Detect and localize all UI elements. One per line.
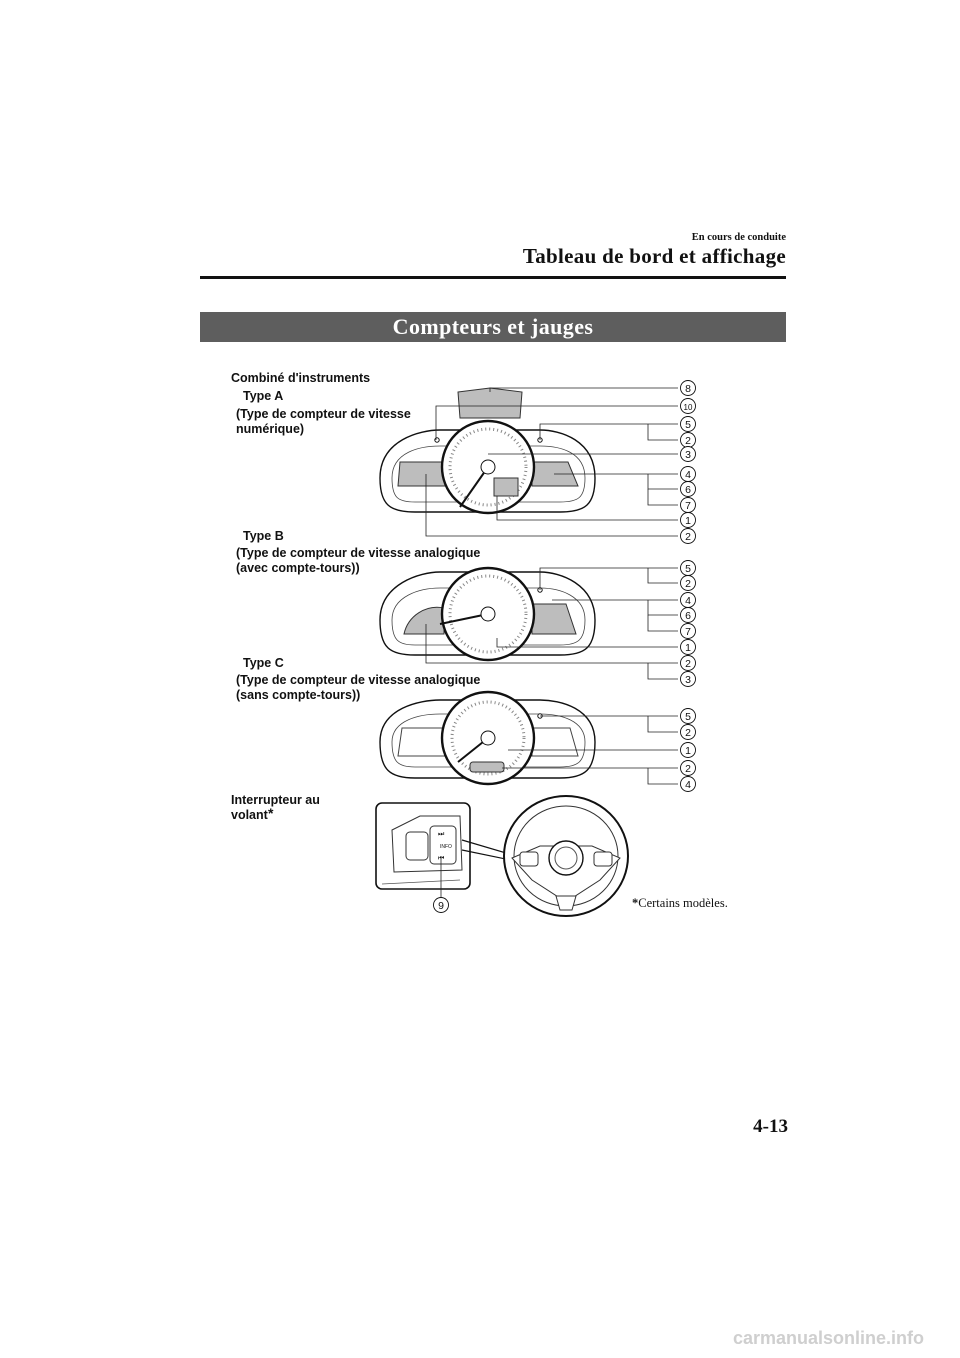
steering-switch-label: Interrupteur au volant — [231, 793, 320, 822]
callout-circle — [680, 623, 696, 639]
callout-number: 1 — [685, 642, 691, 654]
type-b-cluster — [379, 566, 678, 680]
type-a-description: (Type de compteur de vitesse numérique) — [236, 407, 411, 436]
section-label: En cours de conduite — [691, 232, 786, 243]
footnote: *Certains modèles. — [632, 896, 728, 911]
callout-number: 9 — [438, 900, 444, 912]
callout-number: 4 — [685, 595, 691, 607]
callout-number: 6 — [685, 610, 691, 622]
callout-circle — [680, 446, 696, 462]
callout-number: 2 — [685, 763, 691, 775]
callout-number: 1 — [685, 515, 691, 527]
type-a-callouts: 8 10 5 2 3 4 6 7 1 2 — [680, 380, 696, 544]
callout-numbers: 8 10 5 2 3 4 6 7 1 2 5 2 4 6 7 1 2 3 5 2 1 2 4 9 — [433, 380, 696, 913]
type-c-label: Type C — [243, 656, 284, 670]
info-button-label: INFO — [440, 844, 452, 850]
callout-number: 3 — [685, 449, 691, 461]
callout-circle — [680, 380, 696, 396]
callout-number: 10 — [684, 403, 693, 412]
type-b-label: Type B — [243, 529, 284, 543]
callout-number: 8 — [685, 383, 691, 395]
callout-circle — [680, 655, 696, 671]
callout-circle — [680, 742, 696, 758]
callout-circle — [680, 708, 696, 724]
footnote-text: Certains modèles. — [638, 896, 728, 910]
callout-circle — [680, 416, 696, 432]
callout-number: 2 — [685, 531, 691, 543]
callout-number: 7 — [685, 500, 691, 512]
cluster-label: Combiné d'instruments — [231, 371, 371, 385]
type-a-label: Type A — [243, 389, 284, 403]
svg-text:⏭: ⏭ — [438, 831, 445, 838]
callout-number: 7 — [685, 626, 691, 638]
section-banner: Compteurs et jauges — [200, 312, 786, 342]
callout-circle — [680, 776, 696, 792]
chapter-title: Tableau de bord et affichage — [522, 244, 786, 268]
steering-wheel-illustration: INFO ⏭ ⏮ — [375, 795, 629, 917]
callout-number: 5 — [685, 711, 691, 723]
callout-number: 1 — [685, 745, 691, 757]
callout-number: 2 — [685, 658, 691, 670]
callout-number: 2 — [685, 435, 691, 447]
callout-number: 5 — [685, 563, 691, 575]
callout-circle — [680, 512, 696, 528]
watermark: carmanualsonline.info — [732, 1328, 924, 1348]
callout-number: 5 — [685, 419, 691, 431]
callout-number: 2 — [685, 578, 691, 590]
callout-circle — [680, 607, 696, 623]
type-b-description: (Type de compteur de vitesse analogique … — [236, 546, 481, 575]
callout-circle — [433, 897, 449, 913]
type-c-cluster — [379, 690, 678, 786]
header-rule — [200, 276, 786, 279]
callout-circle — [680, 760, 696, 776]
callout-number: 3 — [685, 674, 691, 686]
footnote-mark: * — [632, 896, 639, 910]
callout-circle — [680, 671, 696, 687]
asterisk-mark: * — [268, 805, 274, 821]
callout-number: 6 — [685, 484, 691, 496]
callout-number: 4 — [685, 469, 691, 481]
callout-circle — [680, 639, 696, 655]
callout-number: 4 — [685, 779, 691, 791]
page-number: 4-13 — [753, 1116, 788, 1137]
type-a-cluster — [379, 387, 678, 537]
callout-circle — [680, 575, 696, 591]
wheel-callout: 9 — [433, 897, 449, 913]
callout-circle — [680, 398, 696, 414]
type-c-callouts: 5 2 1 2 4 — [680, 708, 696, 792]
type-c-description: (Type de compteur de vitesse analogique … — [236, 673, 481, 702]
callout-circle — [680, 481, 696, 497]
callout-circle — [680, 528, 696, 544]
callout-circle — [680, 724, 696, 740]
type-b-callouts: 5 2 4 6 7 1 2 3 — [680, 560, 696, 687]
callout-number: 2 — [685, 727, 691, 739]
